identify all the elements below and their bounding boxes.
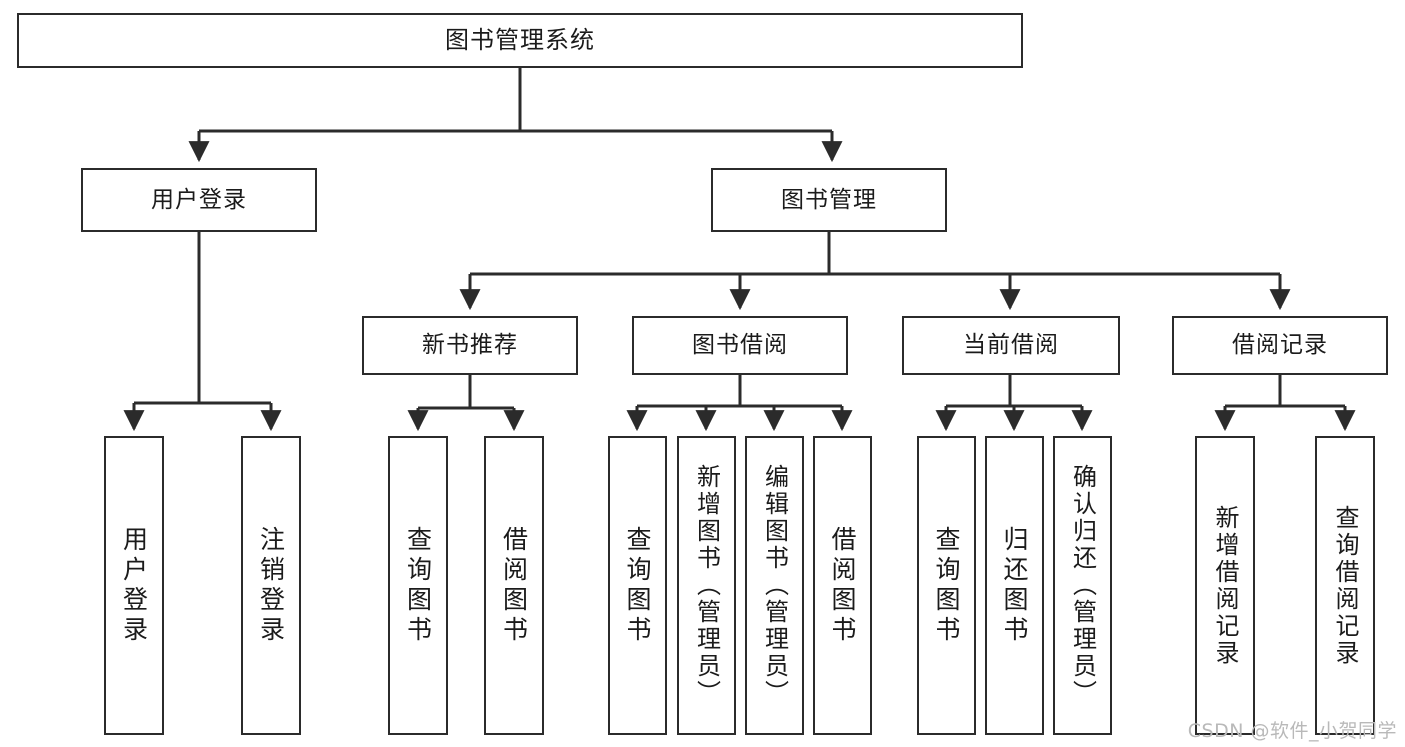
node-new-book-recommend-label: 新书推荐 [422,332,518,359]
node-new-book-recommend[interactable]: 新书推荐 [362,316,578,375]
node-current-borrow[interactable]: 当前借阅 [902,316,1120,375]
node-book-manage-label: 图书管理 [781,186,877,213]
node-leaf-add-record-label: 新增借阅记录 [1211,504,1239,667]
watermark-text: CSDN @软件_小贺同学 [1187,720,1397,742]
node-leaf-confirm-return-label: 确认归还（管理员） [1068,464,1097,707]
node-leaf-query-book-2[interactable]: 查询图书 [608,436,667,735]
node-leaf-query-book-2-label: 查询图书 [623,525,652,646]
node-leaf-query-record-label: 查询借阅记录 [1331,504,1359,667]
node-leaf-edit-book[interactable]: 编辑图书（管理员） [745,436,804,735]
node-current-borrow-label: 当前借阅 [963,332,1059,359]
node-leaf-query-record[interactable]: 查询借阅记录 [1315,436,1375,735]
node-leaf-return-book[interactable]: 归还图书 [985,436,1044,735]
node-leaf-query-book-3-label: 查询图书 [932,525,961,646]
node-leaf-borrow-book-2[interactable]: 借阅图书 [813,436,872,735]
node-leaf-borrow-book-1-label: 借阅图书 [499,525,529,646]
node-leaf-add-record[interactable]: 新增借阅记录 [1195,436,1255,735]
node-leaf-user-logout-label: 注销登录 [256,525,286,646]
node-book-borrow-label: 图书借阅 [692,332,788,359]
node-root[interactable]: 图书管理系统 [17,13,1023,68]
node-leaf-borrow-book-2-label: 借阅图书 [828,525,857,646]
node-root-label: 图书管理系统 [445,25,595,54]
node-borrow-record-label: 借阅记录 [1232,332,1328,359]
node-leaf-add-book[interactable]: 新增图书（管理员） [677,436,736,735]
node-leaf-return-book-label: 归还图书 [1000,525,1029,646]
node-user-login-label: 用户登录 [151,186,247,213]
node-leaf-confirm-return[interactable]: 确认归还（管理员） [1053,436,1112,735]
node-leaf-user-logout[interactable]: 注销登录 [241,436,301,735]
node-leaf-query-book-3[interactable]: 查询图书 [917,436,976,735]
node-borrow-record[interactable]: 借阅记录 [1172,316,1388,375]
node-leaf-user-login[interactable]: 用户登录 [104,436,164,735]
node-leaf-borrow-book-1[interactable]: 借阅图书 [484,436,544,735]
node-leaf-query-book-1-label: 查询图书 [403,525,433,646]
node-book-manage[interactable]: 图书管理 [711,168,947,232]
node-leaf-query-book-1[interactable]: 查询图书 [388,436,448,735]
node-user-login[interactable]: 用户登录 [81,168,317,232]
node-leaf-edit-book-label: 编辑图书（管理员） [760,464,789,707]
node-book-borrow[interactable]: 图书借阅 [632,316,848,375]
node-leaf-user-login-label: 用户登录 [119,525,149,646]
node-leaf-add-book-label: 新增图书（管理员） [692,464,721,707]
